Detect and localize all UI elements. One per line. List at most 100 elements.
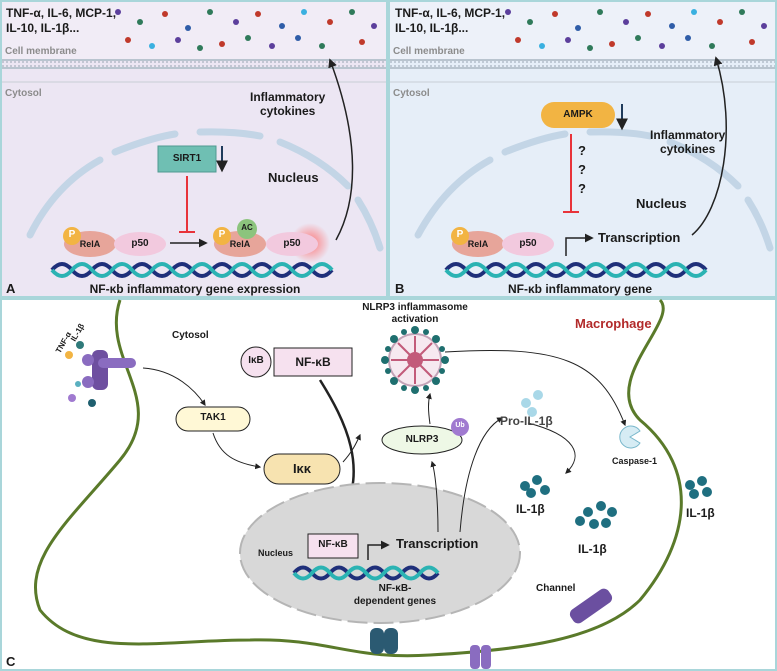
panel-a-cytokine-list: TNF-α, IL-6, MCP-1, IL-10, IL-1β... <box>6 6 117 35</box>
il1b-cluster-c <box>685 476 712 499</box>
nuclear-envelope-b <box>414 128 774 252</box>
cytokine-dots-b <box>505 9 767 51</box>
ikk-to-ikb-arrow <box>342 433 361 463</box>
il1b-label-b: IL-1β <box>578 542 607 556</box>
panel-c-cytosol-label: Cytosol <box>172 330 209 341</box>
nfkb-box <box>273 347 353 377</box>
nfkb-label: NF-κB <box>295 355 331 369</box>
caspase1-icon <box>619 425 641 449</box>
transcription-arrow-b <box>565 233 594 256</box>
membrane-pore-purple <box>470 645 491 669</box>
panel-b-transcription: Transcription <box>598 230 681 245</box>
cytokine-release-arrow-a <box>328 58 354 241</box>
panel-b-gene: NF-κb inflammatory gene <box>507 282 653 296</box>
panel-b <box>388 0 777 298</box>
panel-b-cytokine-list: TNF-α, IL-6, MCP-1, IL-10, IL-1β... <box>395 6 506 35</box>
nlrp3-to-inflammasome-arrow <box>425 392 432 425</box>
transcription-to-prol1b-arrow <box>459 417 504 533</box>
ampk-label: AMPK <box>563 109 593 120</box>
ikk-box <box>263 453 341 485</box>
panel-a-p-left: P <box>68 229 76 240</box>
transcription-arrow-c <box>367 540 390 560</box>
tak1-box <box>175 406 251 432</box>
panel-a-p50-left: p50 <box>131 238 149 249</box>
dna-b <box>444 262 708 278</box>
dna-a <box>50 262 334 278</box>
panel-b-p50: p50 <box>519 238 537 249</box>
macrophage-label: Macrophage <box>575 316 652 331</box>
cytokine-receptor <box>65 341 136 407</box>
panel-a-inflammatory-cytokines: Inflammatory cytokines <box>250 90 326 118</box>
cytokine-release-arrow-b <box>691 56 727 236</box>
receptor-to-tak1-arrow <box>142 367 206 406</box>
panel-a <box>0 0 388 298</box>
transcription-to-nlrp3-arrow <box>430 460 439 533</box>
il1b-cluster-b <box>575 501 617 529</box>
prol1b-cleavage-arrow <box>527 422 576 474</box>
nlrp3-ellipse <box>381 425 463 455</box>
panel-c-letter: C <box>6 654 16 669</box>
question-mark-2: ? <box>578 162 586 177</box>
dna-c <box>292 565 440 581</box>
cell-membrane-a <box>2 59 386 83</box>
nfkb-complex-right-a <box>213 219 330 263</box>
nucleus-nfkb-box <box>307 533 359 559</box>
panel-b-rela: RelA <box>467 239 489 249</box>
ub-label: Ub <box>455 422 465 429</box>
tak1-label: TAK1 <box>200 412 226 423</box>
inflammasome <box>381 326 449 394</box>
channel-label: Channel <box>536 583 576 594</box>
panel-b-letter: B <box>395 281 405 296</box>
nucleus-c-label: Nucleus <box>258 548 294 558</box>
panel-b-nucleus-label: Nucleus <box>636 196 687 211</box>
question-mark-1: ? <box>578 143 586 158</box>
panel-b-cytosol-label: Cytosol <box>393 88 430 99</box>
caspase1-label: Caspase-1 <box>612 456 658 466</box>
sirt1-inhibition <box>179 176 195 233</box>
nlrp3-label: NLRP3 <box>405 434 439 445</box>
membrane-pore-dark <box>370 628 398 654</box>
tak1-to-ikk-arrow <box>212 432 262 470</box>
ampk-inhibition <box>563 134 579 213</box>
panel-b-inflammatory-cytokines: Inflammatory cytokines <box>650 128 726 156</box>
pro-il1b-label: Pro-IL-1β <box>500 414 553 428</box>
panel-a-cell-membrane-label: Cell membrane <box>5 46 77 57</box>
ikb-circle <box>240 346 272 378</box>
panel-a-cytosol-label: Cytosol <box>5 88 42 99</box>
nuclear-envelope-a <box>26 128 384 252</box>
inflammasome-to-caspase-arrow <box>444 349 627 427</box>
il1b-label-c: IL-1β <box>686 506 715 520</box>
sirt1-box <box>157 145 217 173</box>
nlrp3-activation-label: NLRP3 inflammasome activation <box>362 302 468 325</box>
panel-a-nucleus-label: Nucleus <box>268 170 319 185</box>
panel-b-cell-membrane-label: Cell membrane <box>393 46 465 57</box>
sirt1-label: SIRT1 <box>172 153 202 164</box>
question-mark-3: ? <box>578 181 586 196</box>
ikb-label: IκB <box>248 355 264 366</box>
ub-circle <box>451 418 469 436</box>
nfkb-complex-left-a <box>63 227 166 257</box>
nucleus-c <box>239 482 521 624</box>
nucleus-nfkb-label: NF-κB <box>318 539 348 550</box>
il1b-cluster-a <box>520 475 550 498</box>
dependent-genes-label: NF-κB- dependent genes <box>353 583 437 607</box>
macrophage-membrane <box>34 298 683 658</box>
ikk-label: Iκκ <box>292 461 312 476</box>
panel-c <box>0 298 777 671</box>
ampk-box <box>541 102 615 128</box>
panel-c-transcription: Transcription <box>396 536 479 551</box>
nfkb-complex-b <box>451 227 554 257</box>
cytokine-dots-a <box>115 9 377 51</box>
panel-a-rela-left: RelA <box>79 239 101 249</box>
pro-il1b-dots <box>521 390 543 417</box>
panel-b-p: P <box>456 229 464 240</box>
il1b-label-a: IL-1β <box>516 502 545 516</box>
ac-label: AC <box>241 223 253 232</box>
cell-membrane-b <box>390 59 775 83</box>
panel-a-rela-right: RelA <box>229 239 251 249</box>
channel-icon <box>569 588 613 624</box>
panel-a-p-right: P <box>218 229 226 240</box>
panel-a-gene-expression: NF-κb inflammatory gene expression <box>89 282 301 296</box>
panel-a-p50-right: p50 <box>283 238 301 249</box>
